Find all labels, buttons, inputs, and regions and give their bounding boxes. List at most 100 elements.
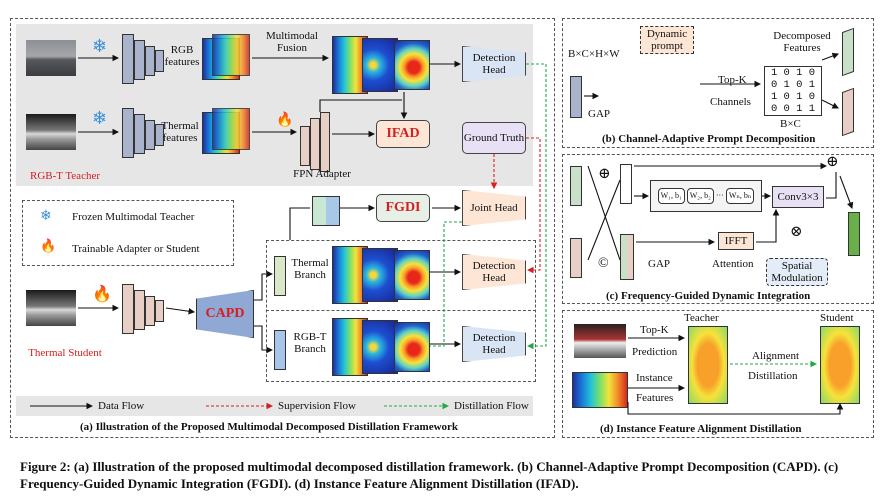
backbone-layer [145,296,155,326]
channels-label: Channels [710,96,751,108]
bxc-label: B×C [780,118,801,130]
flame-icon: 🔥 [40,238,57,253]
panel-d [562,310,874,438]
alignment-label: Alignment [752,350,800,362]
rgb-features-label: RGB features [164,44,200,68]
fpn-adapter-layer [310,118,320,170]
arrow [826,172,837,199]
arrow [319,99,402,112]
ground-truth-box: Ground Truth [462,122,526,154]
attention-label: Attention [712,258,754,270]
thermal-branch-feature [274,256,286,296]
snowflake-icon: ❄ [40,209,52,224]
matrix-row: 0 0 1 1 [770,103,816,115]
instance-features-image [572,372,628,408]
backbone-layer [134,114,145,154]
arrow [756,208,780,243]
fgdi-box: FGDI [376,194,430,222]
thermal-features-label: Thermal features [161,120,199,144]
output-plus-icon: ⊕ [826,154,839,170]
arrow [254,270,274,301]
panel-c [562,154,874,304]
distillation-label: Distillation [748,370,798,382]
legend-trainable: Trainable Adapter or Student [72,243,200,255]
matrix-row: 1 0 1 0 [770,67,816,79]
flow-legend-bar [16,396,533,416]
flame-icon: 🔥 [92,286,112,303]
arrow [254,325,274,354]
backbone-layer [145,46,155,76]
ifft-box: IFFT [718,232,754,250]
legend-box [22,200,234,266]
fgdi-input-feature [312,196,340,226]
panel-b-gap-label: GAP [588,108,611,120]
panel-b-input [570,76,582,118]
thermal-feature-map [212,108,250,150]
arrow [821,52,840,61]
capd-box: CAPD [196,290,254,338]
branches-box [266,240,536,382]
fpn-adapter-layer [300,126,310,166]
backbone-layer [134,40,145,80]
distillation-arrow [526,63,547,350]
fused-map [394,40,430,90]
arrow [839,175,854,210]
student-rgbt-map [362,320,398,374]
arrow [821,99,839,109]
fgdi-input-feature [570,238,582,278]
ifad-box: IFAD [376,120,430,148]
student-rgbt-map [394,322,430,372]
student-thermal-detection-head: Detection Head [462,254,526,290]
rgb-input-image [26,40,76,76]
supervision-arrow [526,137,541,274]
instance-label: Instance [636,372,673,384]
backbone-layer [145,120,155,150]
panel-c-caption: (c) Frequency-Guided Dynamic Integration [606,290,811,302]
fgdi-mid-feature [620,234,634,280]
arrow [587,165,621,261]
topk-label: Top-K [640,324,669,336]
teacher-background [16,24,533,186]
weight-dots: ··· [715,191,724,200]
prediction-label: Prediction [632,346,678,358]
weight-wn: Wₙ, bₙ [725,188,755,204]
weights-box: W₁, b₁ W₂, b₂ ··· Wₙ, bₙ [650,180,762,212]
panel-b-caption: (b) Channel-Adaptive Prompt Decompositio… [602,133,816,145]
thermal-branch-label: Thermal Branch [291,257,329,281]
panel-d-caption: (d) Instance Feature Alignment Distillat… [600,423,802,435]
rgb-feature-map [212,34,250,76]
thermal-input-image [26,114,76,150]
snowflake-icon: ❄ [92,108,108,128]
fpn-adapter-label: FPN Adapter [293,168,351,180]
figure-caption: Figure 2: (a) Illustration of the propos… [20,459,839,491]
rgbt-branch-label: RGB-T Branch [293,331,327,355]
panel-a [10,18,555,438]
backbone-layer [155,300,164,322]
fpn-adapter-layer [320,112,330,172]
joint-head: Joint Head [462,190,526,226]
distillation-arrow [430,221,462,347]
fgdi-mid-feature [620,164,632,204]
snowflake-icon: ❄ [92,36,108,56]
student-thermal-map [394,250,430,300]
arrow [289,207,310,240]
legend-frozen: Frozen Multimodal Teacher [72,211,195,223]
mult-icon: ⊗ [790,224,803,240]
weight-w2: W₂, b₂ [686,188,714,204]
fgdi-output-feature [848,212,860,256]
flame-icon: 🔥 [276,113,294,128]
weight-w1: W₁, b₁ [657,188,685,204]
backbone-layer [155,124,164,146]
panel-c-gap-label: GAP [648,258,671,270]
teacher-label: Teacher [684,312,719,324]
backbone-layer [122,108,134,158]
conv-box: Conv3×3 [772,186,824,208]
backbone-layer [134,290,145,330]
thermal-student-label: Thermal Student [28,347,102,359]
panel-a-caption: (a) Illustration of the Proposed Multimo… [80,421,459,433]
panel-b [562,18,874,148]
concat-icon: © [598,256,609,271]
data-flow-label: Data Flow [98,400,145,412]
input-dims-label: B×C×H×W [568,48,620,60]
rgbt-teacher-label: RGB-T Teacher [30,170,100,182]
